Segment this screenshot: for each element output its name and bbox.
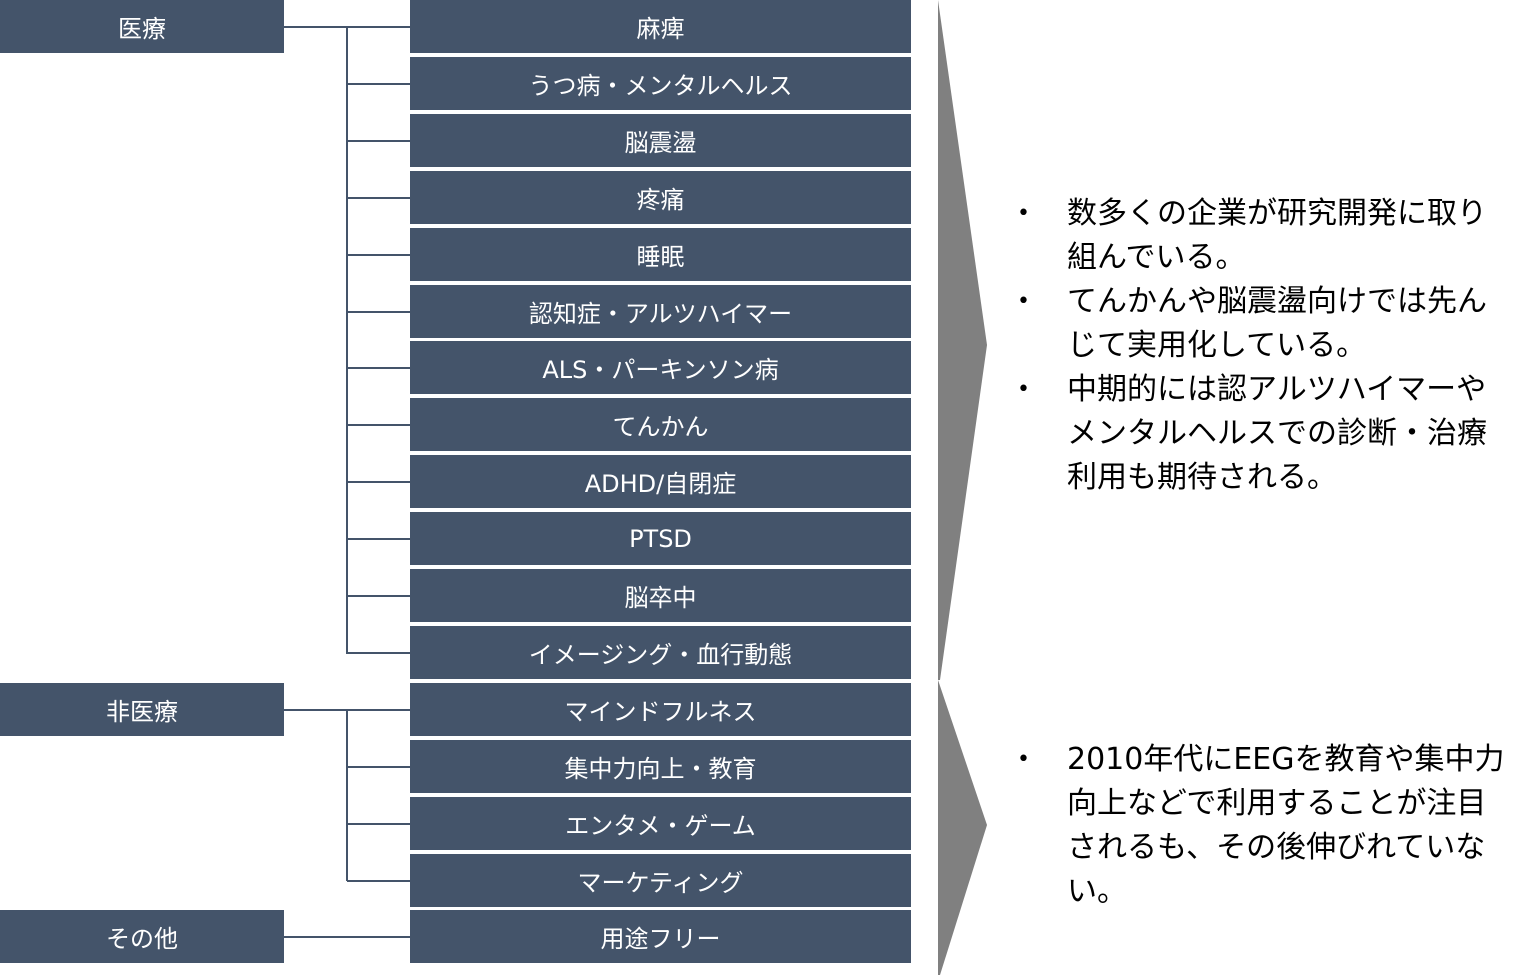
connector-line	[347, 879, 410, 882]
connector-line	[284, 936, 410, 939]
connector-line	[347, 139, 410, 142]
application-box: マーケティング	[410, 853, 911, 907]
connector-line	[347, 82, 410, 85]
category-box: 非医療	[0, 682, 284, 736]
application-box: PTSD	[410, 512, 911, 566]
application-box: ALS・パーキンソン病	[410, 341, 911, 395]
connector-line	[347, 651, 410, 654]
application-box: 睡眠	[410, 227, 911, 281]
category-box: その他	[0, 910, 284, 964]
connector-trunk	[346, 708, 348, 882]
application-box: マインドフルネス	[410, 682, 911, 736]
connector-trunk	[346, 26, 348, 654]
application-box: 疼痛	[410, 170, 911, 224]
application-box: 脳震盪	[410, 113, 911, 167]
connector-line	[347, 481, 410, 484]
connector-line	[347, 595, 410, 597]
application-box: エンタメ・ゲーム	[410, 796, 911, 850]
connector-line	[347, 765, 410, 768]
connector-line	[347, 310, 410, 313]
notes-nonmedical: 2010年代にEEGを教育や集中力向上などで利用することが注目されるも、その後伸…	[1015, 738, 1515, 914]
application-box: 用途フリー	[410, 910, 911, 964]
application-box: てんかん	[410, 398, 911, 452]
connector-line	[347, 822, 410, 825]
connector-line	[347, 424, 410, 427]
category-box: 医療	[0, 0, 284, 53]
arrow-medical	[938, 0, 987, 680]
application-box: 集中力向上・教育	[410, 739, 911, 793]
connector-line	[347, 253, 410, 256]
note-bullet: 2010年代にEEGを教育や集中力向上などで利用することが注目されるも、その後伸…	[1015, 738, 1515, 914]
application-box: イメージング・血行動態	[410, 625, 911, 679]
note-bullet: てんかんや脳震盪向けでは先んじて実用化している。	[1015, 280, 1515, 368]
application-box: 麻痺	[410, 0, 911, 53]
notes-medical: 数多くの企業が研究開発に取り組んでいる。 てんかんや脳震盪向けでは先んじて実用化…	[1015, 192, 1515, 500]
application-box: うつ病・メンタルヘルス	[410, 56, 911, 110]
application-box: ADHD/自閉症	[410, 455, 911, 509]
note-bullet: 数多くの企業が研究開発に取り組んでいる。	[1015, 192, 1515, 280]
connector-line	[347, 196, 410, 199]
connector-line	[347, 367, 410, 370]
arrow-nonmedical	[938, 680, 987, 975]
note-bullet: 中期的には認アルツハイマーやメンタルヘルスでの診断・治療利用も期待される。	[1015, 368, 1515, 500]
application-box: 認知症・アルツハイマー	[410, 284, 911, 338]
connector-line	[347, 538, 410, 541]
application-box: 脳卒中	[410, 569, 911, 622]
